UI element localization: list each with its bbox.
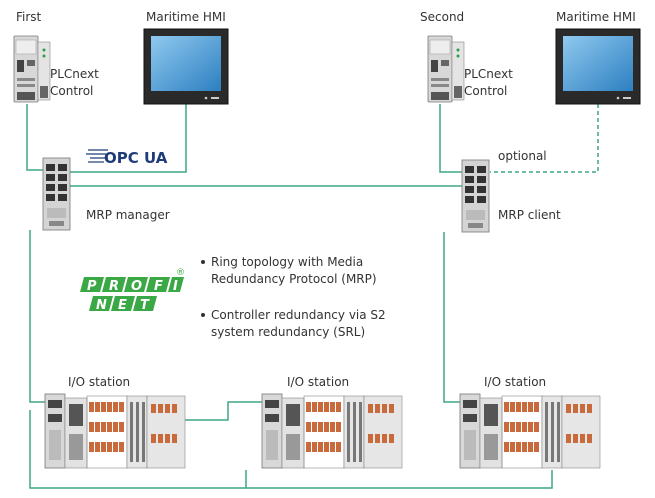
plc-left-label-line2: Control bbox=[50, 84, 93, 98]
plc-right-label-line2: Control bbox=[464, 84, 507, 98]
plc-controller-second bbox=[427, 35, 465, 103]
opcua-swoosh-icon bbox=[86, 149, 108, 163]
io-station-left bbox=[44, 393, 186, 469]
io-station-right bbox=[459, 393, 601, 469]
profinet-letter-e: E bbox=[118, 298, 127, 313]
ring-manager-down bbox=[29, 230, 45, 403]
plc-right-label-line1: PLCnext bbox=[464, 67, 513, 81]
hmi-monitor-left bbox=[143, 28, 229, 105]
ring-bottom-right bbox=[246, 470, 553, 489]
bullet-list: Ring topology with Media Redundancy Prot… bbox=[201, 255, 386, 339]
hmi-left-label: Maritime HMI bbox=[146, 10, 226, 24]
registered-mark: ® bbox=[176, 268, 185, 278]
hmi-left-screen bbox=[151, 36, 221, 91]
opcua-text: OPC UA bbox=[104, 149, 168, 167]
profinet-letter-i: I bbox=[173, 279, 178, 294]
ring-client-down bbox=[443, 232, 460, 403]
profinet-letter-n: N bbox=[96, 298, 107, 313]
io-right-label: I/O station bbox=[484, 375, 546, 389]
network-links bbox=[26, 104, 599, 489]
profinet-logo: P R O F I N E T ® bbox=[80, 268, 185, 313]
profinet-letter-o: O bbox=[131, 279, 142, 294]
profinet-letter-t: T bbox=[140, 298, 150, 313]
profinet-row-bottom: N E T bbox=[89, 296, 157, 313]
io-station-middle bbox=[261, 393, 403, 469]
second-label: Second bbox=[420, 10, 464, 24]
mrp-client-label: MRP client bbox=[498, 208, 561, 222]
bullet-dot-2 bbox=[201, 313, 205, 317]
link-hmi2-to-client-optional bbox=[490, 104, 599, 173]
profinet-row-top: P R O F I bbox=[80, 277, 184, 294]
link-plc1-to-switch bbox=[26, 104, 43, 171]
link-plc2-to-client bbox=[439, 104, 462, 173]
plc-controller-first bbox=[13, 35, 51, 103]
opcua-logo: OPC UA bbox=[86, 149, 168, 167]
profinet-letter-f: F bbox=[154, 279, 163, 294]
io-mid-label: I/O station bbox=[287, 375, 349, 389]
bullet-dot-1 bbox=[201, 260, 205, 264]
plc-left-label-line1: PLCnext bbox=[50, 67, 99, 81]
first-label: First bbox=[16, 10, 42, 24]
hmi-right-screen bbox=[563, 36, 633, 91]
switch-mrp-client bbox=[461, 159, 490, 233]
link-hmi1-to-switch bbox=[70, 104, 187, 173]
ring-left-to-mid bbox=[147, 401, 262, 421]
ring-bottom-left bbox=[29, 410, 247, 489]
hmi-right-label: Maritime HMI bbox=[556, 10, 636, 24]
bullet-2-line1: Controller redundancy via S2 bbox=[211, 308, 386, 322]
io-left-label: I/O station bbox=[68, 375, 130, 389]
mrp-manager-label: MRP manager bbox=[86, 208, 170, 222]
bullet-2-line2: system redundancy (SRL) bbox=[211, 325, 365, 339]
profinet-letter-p: P bbox=[87, 279, 97, 294]
profinet-letter-r: R bbox=[109, 279, 119, 294]
bullet-1-line2: Redundancy Protocol (MRP) bbox=[211, 272, 377, 286]
optional-label: optional bbox=[498, 149, 547, 163]
switch-mrp-manager bbox=[42, 157, 71, 231]
bullet-1-line1: Ring topology with Media bbox=[211, 255, 363, 269]
hmi-monitor-right bbox=[555, 28, 641, 105]
